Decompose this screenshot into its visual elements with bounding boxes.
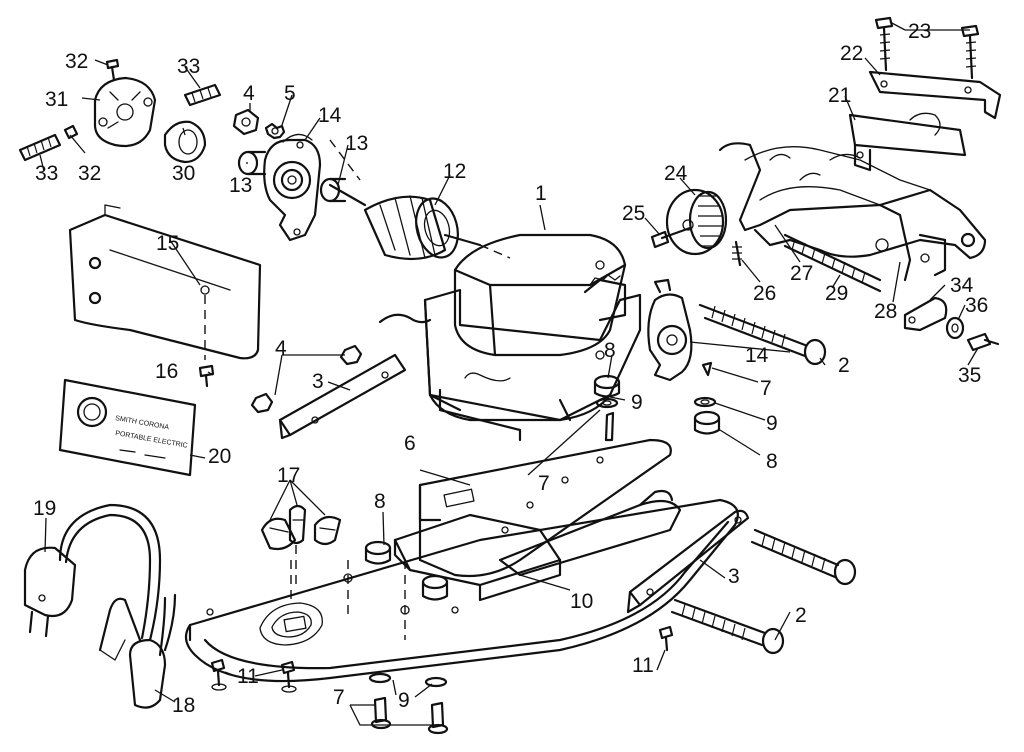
callout-9-bottom: 9	[398, 689, 410, 712]
bearing-bracket-right	[647, 278, 827, 382]
callout-7-bottom: 7	[333, 686, 345, 709]
callout-8-right: 8	[766, 450, 778, 473]
callout-21: 21	[828, 84, 851, 107]
callout-13-left: 13	[229, 174, 252, 197]
front-cover	[68, 204, 262, 360]
callout-33-bottom: 33	[35, 162, 58, 185]
callout-4-left: 4	[275, 337, 287, 360]
callout-30: 30	[172, 162, 195, 185]
callout-20: 20	[208, 445, 231, 468]
screws-11	[210, 625, 674, 693]
callout-8-bottom: 8	[374, 490, 386, 513]
side-bar-right	[626, 509, 750, 614]
callout-32-top: 32	[65, 50, 88, 73]
screw-16	[198, 364, 215, 388]
callout-6: 6	[404, 432, 416, 455]
callout-23: 23	[908, 20, 931, 43]
gear-assembly	[650, 188, 742, 267]
callout-11-right: 11	[632, 654, 654, 677]
callout-26: 26	[753, 282, 776, 305]
callout-7-right: 7	[760, 377, 772, 400]
bearing-bracket-left	[263, 133, 322, 242]
callout-36: 36	[965, 294, 988, 317]
callout-24: 24	[664, 162, 688, 185]
wire-nuts	[260, 504, 342, 585]
clip-bracket	[903, 296, 1000, 352]
callout-10: 10	[570, 590, 593, 613]
rubber-feet	[364, 361, 721, 735]
callout-15: 15	[156, 232, 179, 255]
callout-9-top: 9	[631, 391, 643, 414]
callout-19: 19	[33, 497, 56, 520]
callout-35: 35	[958, 364, 981, 387]
brush-holder-assembly	[18, 58, 222, 164]
callout-2-right-bearing: 2	[838, 354, 850, 377]
callout-2-long-screws: 2	[795, 604, 807, 627]
callout-33-top: 33	[177, 55, 200, 78]
nameplate-line1: SMITH CORONA	[115, 415, 170, 431]
callout-3-left-bar: 3	[312, 370, 324, 393]
power-cord	[23, 503, 177, 709]
callout-8-top: 8	[604, 339, 616, 362]
chassis-bracket	[393, 438, 672, 602]
nameplate-line2: PORTABLE ELECTRIC	[115, 430, 188, 450]
callout-5: 5	[284, 82, 296, 105]
base-plate	[184, 498, 739, 683]
callout-13-top: 13	[345, 132, 368, 155]
link-bar	[498, 489, 682, 577]
callout-14-right: 14	[745, 344, 769, 367]
side-bar-left	[250, 344, 407, 440]
long-screws-right	[670, 528, 857, 655]
leader-lines	[39, 21, 979, 726]
bearing-sleeve	[237, 150, 347, 203]
callout-28: 28	[874, 300, 897, 323]
callout-31: 31	[45, 88, 68, 111]
callout-27: 27	[790, 262, 813, 285]
callout-1: 1	[535, 182, 547, 205]
motor-housing	[378, 233, 642, 442]
callout-9-right: 9	[766, 412, 778, 435]
callout-25: 25	[622, 202, 645, 225]
callout-32-bottom: 32	[78, 162, 101, 185]
callout-16: 16	[155, 360, 178, 383]
callout-17: 17	[277, 464, 300, 487]
nameplate: SMITH CORONA PORTABLE ELECTRIC	[58, 378, 197, 477]
callout-7-middle: 7	[538, 472, 550, 495]
callout-22: 22	[840, 42, 863, 65]
callout-12: 12	[443, 160, 466, 183]
callout-14-left: 14	[318, 104, 342, 127]
carriage-mechanism	[718, 16, 1002, 293]
callout-labels: 1 2 2 3 3 4 4 5 6 7 7 7 8 8 8 9 9 9 10 1…	[33, 20, 988, 717]
armature	[328, 139, 511, 261]
callout-34: 34	[950, 274, 974, 297]
callout-4-top: 4	[243, 82, 255, 105]
nut-and-washer-top	[232, 108, 286, 140]
callout-29: 29	[825, 282, 848, 305]
callout-3-right-bar: 3	[728, 565, 740, 588]
callout-11-left: 11	[237, 665, 259, 688]
callout-18: 18	[172, 694, 195, 717]
